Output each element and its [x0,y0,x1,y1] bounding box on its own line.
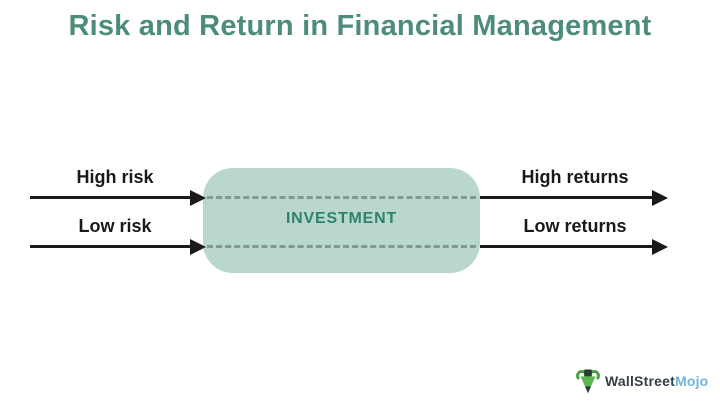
investment-box [203,168,480,273]
dashed-flow-line-bottom [207,245,476,248]
low-returns-arrow-line [480,245,654,248]
brand-name-primary: WallStreet [605,373,675,389]
bull-icon [576,369,600,394]
investment-box-label: INVESTMENT [285,210,398,227]
brand-logo: WallStreetMojo [575,367,708,395]
high-returns-arrow-line [480,196,654,199]
input-label-low-risk: Low risk [78,216,152,236]
brand-name-secondary: Mojo [674,373,709,389]
brand-wordmark: WallStreetMojo [605,373,708,389]
input-label-high-risk: High risk [76,167,154,187]
low-risk-arrow-line [30,245,192,248]
arrowhead-icon [190,190,206,206]
output-label-high-returns: High returns [521,167,629,187]
arrowhead-icon [652,190,668,206]
output-label-low-returns: Low returns [523,216,627,236]
high-risk-arrow-line [30,196,192,199]
dashed-flow-line-top [207,196,476,199]
page-title: Risk and Return in Financial Management [68,10,652,42]
arrowhead-icon [190,239,206,255]
arrowhead-icon [652,239,668,255]
